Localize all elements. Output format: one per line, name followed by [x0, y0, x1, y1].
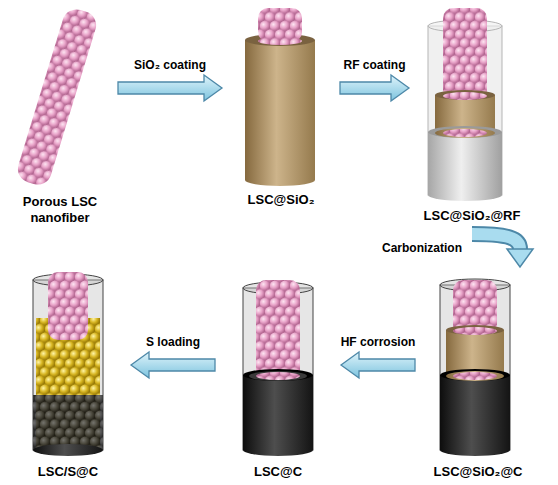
carbon-shell-rim: [243, 369, 313, 381]
lsc-sio2-c-figure: [440, 279, 510, 456]
arrow-body: [340, 75, 409, 101]
rf-shell-bottom: [428, 189, 502, 201]
nanofiber-body: [14, 6, 99, 188]
carbon-shell-bottom: [33, 444, 103, 456]
carbon-shell: [440, 375, 510, 450]
process-arrow: [131, 352, 215, 378]
nanofiber: [14, 6, 99, 188]
carbon-shell-bottom: [243, 444, 313, 456]
carbon-shell: [33, 395, 103, 450]
arrow-outline: [472, 234, 520, 249]
lsc-s-c-figure: [33, 272, 103, 456]
sio2-shell: [245, 40, 315, 180]
arrow-body: [472, 234, 520, 249]
lsc-sio2-rf-figure: [428, 8, 502, 201]
step-label: SiO₂ coating: [134, 58, 206, 72]
lsc-core-section: [256, 372, 300, 380]
rf-shell-rim: [428, 126, 502, 138]
sio2-section: [435, 128, 495, 138]
lsc-core-section: [453, 327, 497, 335]
process-arrow: [472, 234, 533, 267]
stage-node: LSC@SiO₂@RF: [412, 0, 532, 224]
lsc-sio2-figure: [245, 8, 315, 186]
rf-shell: [428, 132, 502, 195]
carbon-shell-bottom: [440, 444, 510, 456]
step-label: S loading: [146, 335, 200, 349]
lsc-core-section: [443, 129, 487, 137]
stage-node: LSC/S@C: [8, 268, 128, 480]
arrow-body: [118, 75, 222, 101]
process-arrow: [341, 352, 415, 378]
lsc-core-section: [453, 372, 497, 380]
stage-label: LSC@SiO₂@C: [418, 464, 538, 480]
carbon-shell: [243, 375, 313, 450]
stage-node: Porous LSC nanofiber: [5, 0, 115, 226]
sio2-shell-bottom: [245, 174, 315, 186]
stage-label: Porous LSC nanofiber: [5, 194, 115, 226]
lsc-core: [48, 272, 88, 340]
lsc-core-section: [443, 92, 487, 100]
step-label: RF coating: [344, 58, 406, 72]
sio2-shell-rim: [446, 325, 504, 335]
sio2-section: [446, 371, 504, 381]
carbon-shell-rim: [440, 369, 510, 381]
stage-label: LSC@SiO₂@RF: [412, 208, 532, 224]
stage-node: LSC@SiO₂@C: [418, 268, 538, 480]
stage-node: LSC@SiO₂: [225, 0, 337, 208]
arrow-body: [131, 352, 215, 378]
lsc-core: [258, 8, 302, 42]
stage-label: LSC@C: [218, 464, 338, 480]
lsc-c-figure: [243, 280, 313, 456]
stage-label: LSC/S@C: [8, 464, 128, 480]
stage-label: LSC@SiO₂: [225, 192, 337, 208]
arrow-head: [507, 249, 533, 267]
sio2-shell-rim: [435, 90, 495, 100]
step-label: HF corrosion: [341, 335, 416, 349]
process-arrow: [340, 75, 409, 101]
arrow-body: [341, 352, 415, 378]
hollow-gap: [249, 371, 307, 381]
step-label: Carbonization: [382, 241, 462, 255]
process-arrow: [118, 75, 222, 101]
stage-node: LSC@C: [218, 268, 338, 480]
